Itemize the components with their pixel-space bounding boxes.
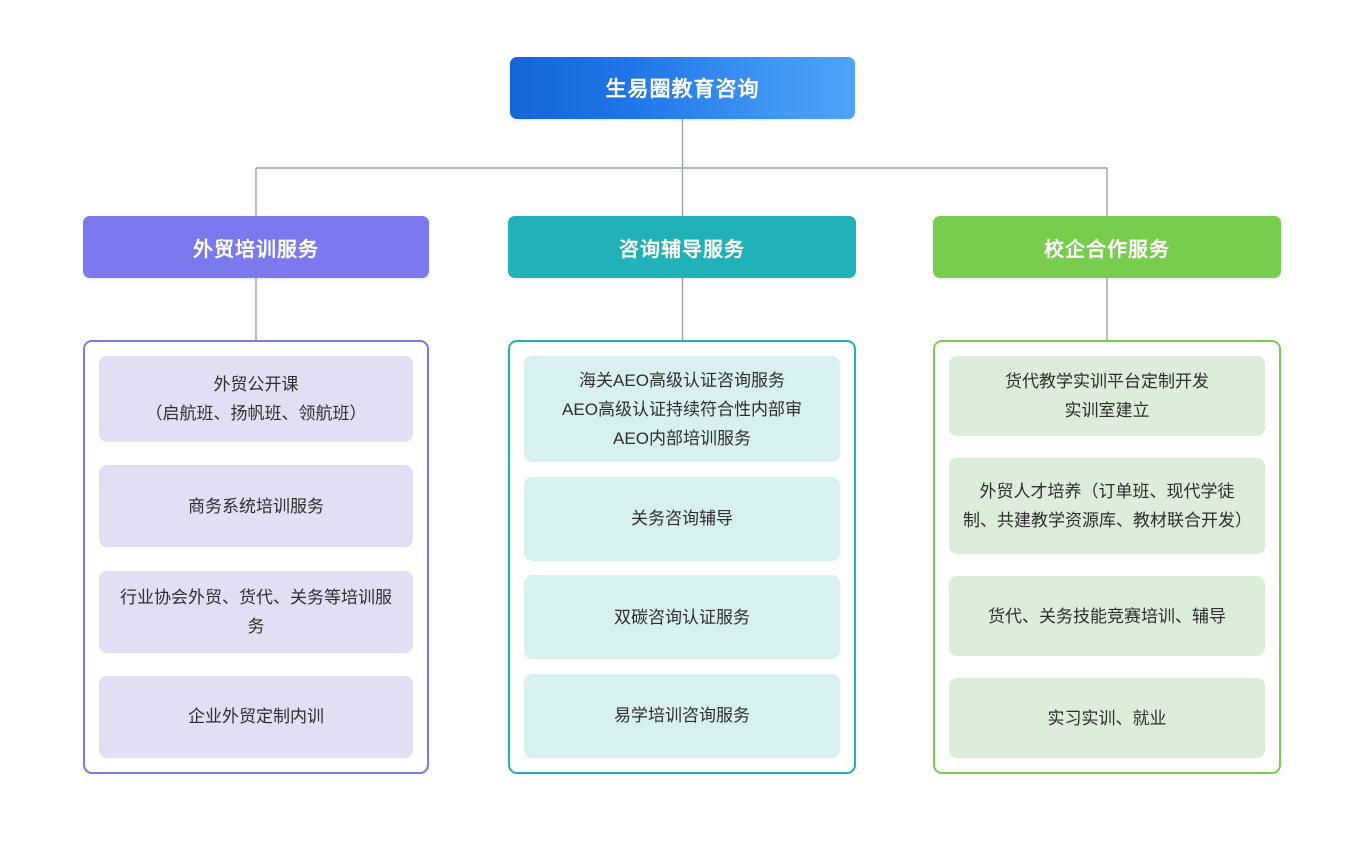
branch-column-school-enterprise: 校企合作服务 货代教学实训平台定制开发 实训室建立 外贸人才培养（订单班、现代学… <box>933 216 1281 774</box>
branch-body-consulting: 海关AEO高级认证咨询服务 AEO高级认证持续符合性内部审 AEO内部培训服务 … <box>508 340 856 774</box>
branch-header-label: 校企合作服务 <box>1044 238 1170 261</box>
branch-header-school-enterprise[interactable]: 校企合作服务 <box>933 216 1281 278</box>
leaf-card[interactable]: 行业协会外贸、货代、关务等培训服务 <box>99 570 413 653</box>
branch-header-label: 外贸培训服务 <box>193 238 319 261</box>
leaf-card[interactable]: 海关AEO高级认证咨询服务 AEO高级认证持续符合性内部审 AEO内部培训服务 <box>524 356 840 462</box>
leaf-card[interactable]: 双碳咨询认证服务 <box>524 575 840 660</box>
leaf-card[interactable]: 货代、关务技能竞赛培训、辅导 <box>949 576 1265 656</box>
branch-column-consulting: 咨询辅导服务 海关AEO高级认证咨询服务 AEO高级认证持续符合性内部审 AEO… <box>508 216 856 774</box>
leaf-card[interactable]: 实习实训、就业 <box>949 678 1265 758</box>
leaf-card[interactable]: 关务咨询辅导 <box>524 476 840 561</box>
branch-column-training: 外贸培训服务 外贸公开课 （启航班、扬帆班、领航班） 商务系统培训服务 行业协会… <box>83 216 429 774</box>
leaf-card[interactable]: 商务系统培训服务 <box>99 465 413 548</box>
leaf-card[interactable]: 外贸公开课 （启航班、扬帆班、领航班） <box>99 356 413 442</box>
root-node-label: 生易圈教育咨询 <box>605 78 760 101</box>
branch-header-training[interactable]: 外贸培训服务 <box>83 216 429 278</box>
leaf-card[interactable]: 外贸人才培养（订单班、现代学徒制、共建教学资源库、教材联合开发） <box>949 458 1265 554</box>
leaf-card[interactable]: 货代教学实训平台定制开发 实训室建立 <box>949 356 1265 436</box>
leaf-card[interactable]: 企业外贸定制内训 <box>99 675 413 758</box>
branch-header-consulting[interactable]: 咨询辅导服务 <box>508 216 856 278</box>
branch-body-school-enterprise: 货代教学实训平台定制开发 实训室建立 外贸人才培养（订单班、现代学徒制、共建教学… <box>933 340 1281 774</box>
root-node[interactable]: 生易圈教育咨询 <box>510 57 855 119</box>
branch-header-label: 咨询辅导服务 <box>619 238 745 261</box>
leaf-card[interactable]: 易学培训咨询服务 <box>524 673 840 758</box>
branch-body-training: 外贸公开课 （启航班、扬帆班、领航班） 商务系统培训服务 行业协会外贸、货代、关… <box>83 340 429 774</box>
